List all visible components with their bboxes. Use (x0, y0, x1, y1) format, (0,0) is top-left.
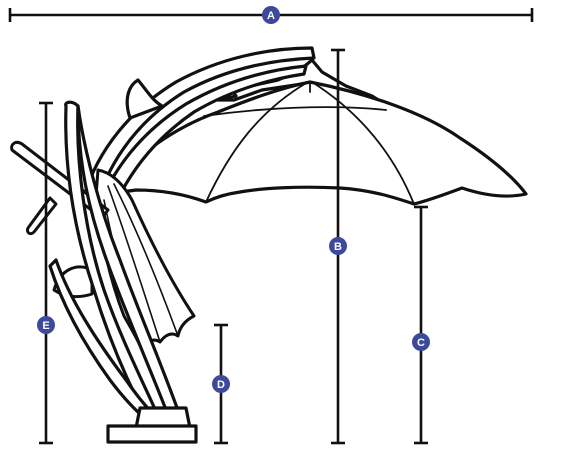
dimension-e-label: E (42, 320, 49, 332)
cantilever-arm (82, 46, 316, 218)
dimension-c-label: C (417, 337, 425, 349)
arm-inner (94, 64, 308, 218)
canopy-rib (311, 81, 415, 205)
tilted-canopy-fold (107, 185, 161, 343)
arm-fin (125, 78, 164, 120)
dimension-d-badge: D (212, 375, 230, 393)
base-plate (106, 424, 198, 444)
canopy-rib (203, 106, 387, 117)
dimension-d-label: D (217, 379, 225, 391)
dimension-a-label: A (267, 10, 275, 22)
tilted-canopy-outline (94, 168, 196, 352)
crossbar-handle (26, 196, 58, 236)
dimension-b-label: B (334, 241, 342, 253)
dimension-a-badge: A (262, 6, 280, 24)
dimension-e-badge: E (37, 316, 55, 334)
open-canopy (106, 58, 528, 206)
dimension-c-badge: C (412, 333, 430, 351)
base (106, 406, 198, 444)
tilted-canopy-fold (113, 183, 179, 337)
canopy-rib (205, 81, 309, 203)
dimension-b-badge: B (329, 237, 347, 255)
